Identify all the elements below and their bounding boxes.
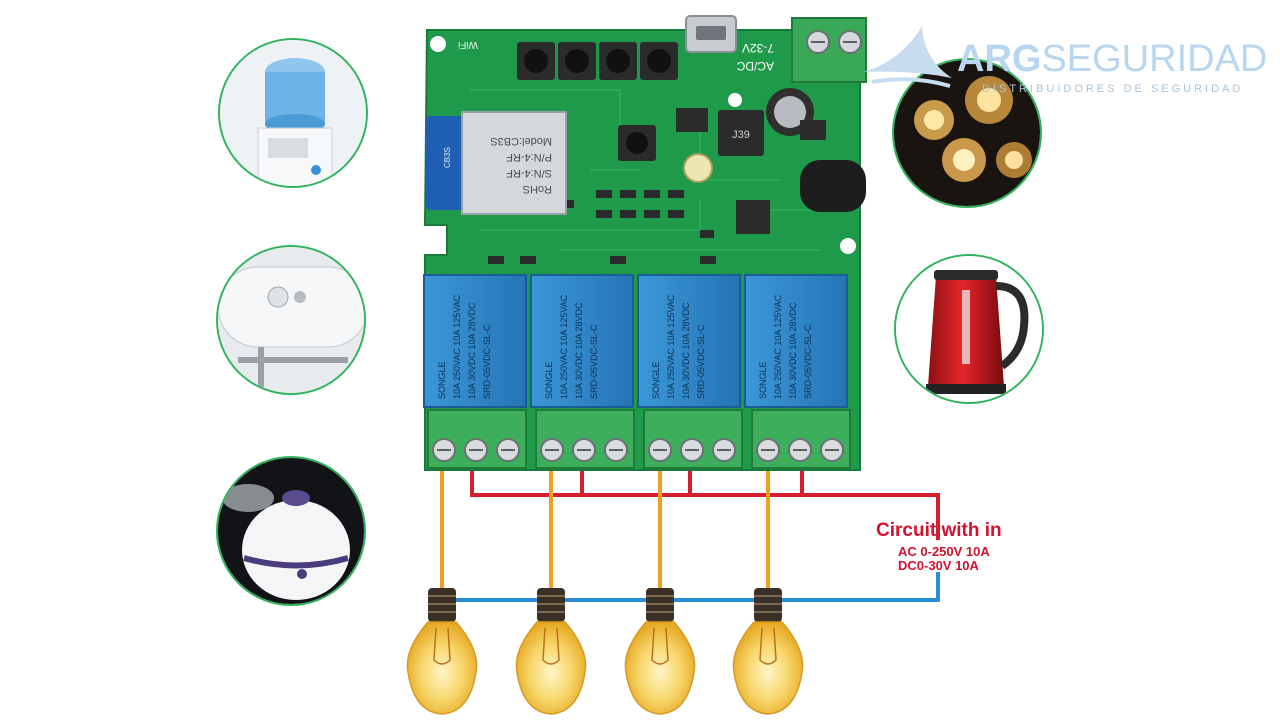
screw-terminal-2: [535, 409, 635, 469]
brand-name: ARGSEGURIDAD: [957, 38, 1267, 81]
light-bulb-1: [406, 588, 478, 715]
relay-spec-text: 10A 250VAC 10A 125VAC: [452, 294, 462, 399]
water-dispenser-photo: [218, 38, 368, 188]
relay-spec-text: 10A 250VAC 10A 125VAC: [559, 294, 569, 399]
relay-spec-text: 10A 250VAC 10A 125VAC: [773, 294, 783, 399]
relay-spec-text: SRD-05VDC-SL-C: [482, 324, 492, 399]
relay-board: WiFi: [423, 15, 867, 471]
wifi-label: WiFi: [458, 39, 478, 50]
wave-logo-icon: [864, 26, 952, 88]
power-terminal: [791, 17, 867, 83]
humidifier-photo: [216, 456, 366, 606]
relay-spec-text: 10A 30VDC 10A 28VDC: [574, 302, 584, 399]
wifi-module: RoHS S/N:4-RF P/N:4-RF Model:CB3S CB3S: [426, 111, 567, 215]
relay-spec-text: 10A 30VDC 10A 28VDC: [467, 302, 477, 399]
orange-wires: [440, 455, 770, 600]
output-terminals: [427, 409, 851, 469]
relay-3: SONGLE 10A 250VAC 10A 125VAC 10A 30VDC 10A…: [637, 274, 741, 408]
relay-spec-text: SRD-05VDC-SL-C: [589, 324, 599, 399]
relay-1: SONGLE 10A 250VAC 10A 125VAC 10A 30VDC 10A…: [423, 274, 527, 408]
relay-spec-text: SONGLE: [437, 361, 447, 399]
circuit-ac-rating: AC 0-250V 10A: [898, 544, 990, 559]
brand-name-bold: ARG: [957, 38, 1042, 80]
antenna-coil: [800, 160, 866, 212]
ic-chip: [736, 200, 770, 234]
light-bulb-2: [515, 588, 587, 715]
capacitor-small: [683, 153, 713, 183]
screw-terminal-1: [427, 409, 527, 469]
circuit-dc-rating: DC0-30V 10A: [898, 558, 979, 573]
screw-terminal-3: [643, 409, 743, 469]
electric-kettle-photo: [894, 254, 1044, 404]
relay-spec-text: 10A 30VDC 10A 28VDC: [788, 302, 798, 399]
mounting-hole: [728, 93, 742, 107]
light-bulbs: [406, 588, 804, 715]
relay-spec-text: SONGLE: [544, 361, 554, 399]
power-label: AC/DC: [736, 59, 774, 73]
mounting-hole: [430, 36, 446, 52]
mounting-hole: [840, 238, 856, 254]
mounting-hole: [430, 238, 446, 254]
inductor: [718, 110, 764, 156]
light-bulb-3: [624, 588, 696, 715]
circuit-title: Circuit with in: [876, 520, 1002, 541]
relay-spec-text: SRD-05VDC-SL-C: [696, 324, 706, 399]
brand-tagline: DISTRIBUIDORES DE SEGURIDAD: [982, 83, 1244, 95]
board-buttons: [517, 42, 678, 161]
relay-spec-text: SRD-05VDC-SL-C: [803, 324, 813, 399]
water-heater-photo: [216, 245, 366, 395]
ic-chip: [676, 108, 708, 132]
brand-name-light: SEGURIDAD: [1041, 38, 1268, 80]
svg-text:RoHS S/N:4-RF: RoHS S/N:4-RF P/N:4-RF Model:CB3S: [490, 135, 552, 195]
ic-chip: [800, 120, 826, 140]
power-label: 7-32V: [742, 41, 774, 55]
screw-terminal-4: [751, 409, 851, 469]
relay-2: SONGLE 10A 250VAC 10A 125VAC 10A 30VDC 10A…: [530, 274, 634, 408]
light-bulb-4: [732, 588, 804, 715]
pendant-lamps-photo: [892, 58, 1042, 208]
relay-spec-text: SONGLE: [758, 361, 768, 399]
relays: SONGLE 10A 250VAC 10A 125VAC 10A 30VDC 10A…: [423, 274, 848, 408]
relay-spec-text: 10A 250VAC 10A 125VAC: [666, 294, 676, 399]
svg-text:CB3S: CB3S: [443, 147, 452, 168]
relay-spec-text: 10A 30VDC 10A 28VDC: [681, 302, 691, 399]
brand-logo: ARGSEGURIDAD DISTRIBUIDORES DE SEGURIDAD: [862, 20, 1272, 100]
blue-wire: [440, 572, 940, 602]
relay-4: SONGLE 10A 250VAC 10A 125VAC 10A 30VDC 10A…: [744, 274, 848, 408]
relay-spec-text: SONGLE: [651, 361, 661, 399]
svg-text:J39: J39: [732, 129, 750, 141]
